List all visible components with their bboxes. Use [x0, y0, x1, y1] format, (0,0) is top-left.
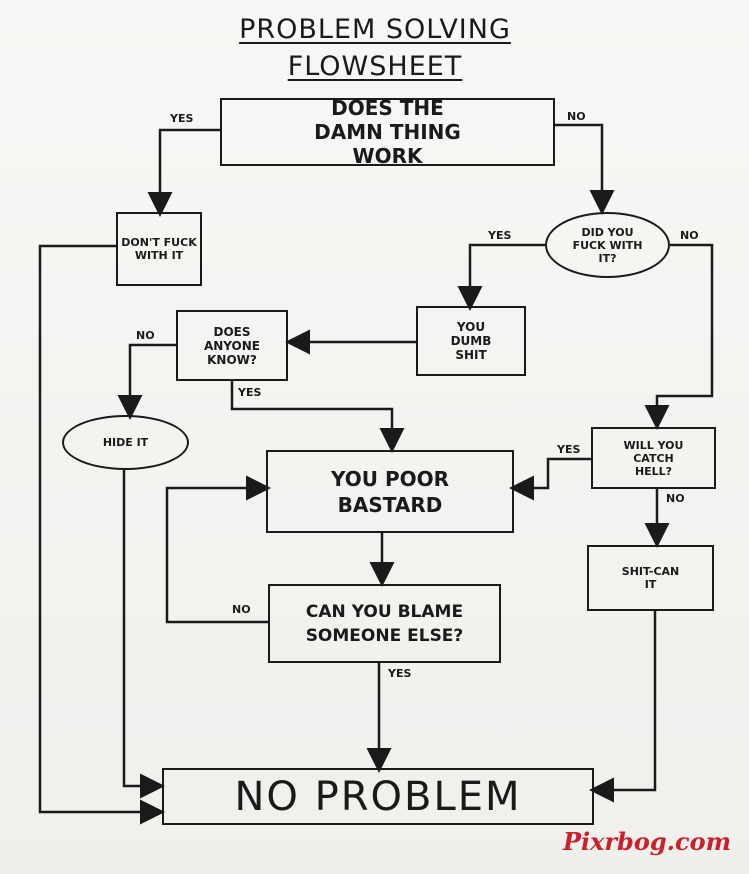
- arrow-fuck-yes: [457, 243, 545, 311]
- node-shit-can-it: SHIT-CAN IT: [587, 545, 714, 611]
- label-blame-no: NO: [232, 603, 251, 616]
- label-fuck-no: NO: [680, 229, 699, 242]
- label-hell-no: NO: [666, 492, 685, 505]
- arrow-dontfuck-noproblem: [38, 244, 165, 825]
- node-does-it-work: DOES THE DAMN THING WORK: [220, 96, 555, 168]
- label-works-no: NO: [567, 110, 586, 123]
- node-will-you-catch-hell: WILL YOU CATCH HELL?: [591, 427, 716, 489]
- node-you-poor-bastard: YOU POOR BASTARD: [266, 450, 514, 533]
- node-does-anyone-know: DOES ANYONE KNOW?: [176, 310, 288, 381]
- node-dont-fuck-with-it: DON'T FUCK WITH IT: [116, 212, 202, 286]
- node-can-you-blame: CAN YOU BLAME SOMEONE ELSE?: [268, 584, 501, 663]
- label-anyone-yes: YES: [238, 386, 262, 399]
- node-hide-it: HIDE IT: [62, 415, 189, 470]
- node-you-dumb-shit: YOU DUMB SHIT: [416, 306, 526, 376]
- label-anyone-no: NO: [136, 329, 155, 342]
- arrow-hide-noproblem: [122, 470, 165, 799]
- label-fuck-yes: YES: [488, 229, 512, 242]
- node-no-problem: NO PROBLEM: [162, 768, 594, 825]
- title-line-1: PROBLEM SOLVING: [239, 14, 511, 45]
- node-did-you-fuck-with-it: DID YOU FUCK WITH IT?: [545, 212, 670, 278]
- arrow-blame-no: [165, 475, 271, 624]
- arrow-anyone-yes: [230, 381, 405, 453]
- arrow-hell-yes: [509, 457, 591, 501]
- arrow-works-no: [555, 123, 615, 215]
- watermark: Pixrbog.com: [562, 827, 731, 856]
- arrow-fuck-no: [644, 243, 714, 430]
- arrow-works-yes: [147, 128, 220, 217]
- arrow-anyone-no: [117, 343, 176, 420]
- title-line-2: FLOWSHEET: [287, 51, 463, 82]
- label-hell-yes: YES: [557, 443, 581, 456]
- label-works-yes: YES: [170, 112, 194, 125]
- label-blame-yes: YES: [388, 667, 412, 680]
- arrow-shitcan-noproblem: [589, 610, 657, 803]
